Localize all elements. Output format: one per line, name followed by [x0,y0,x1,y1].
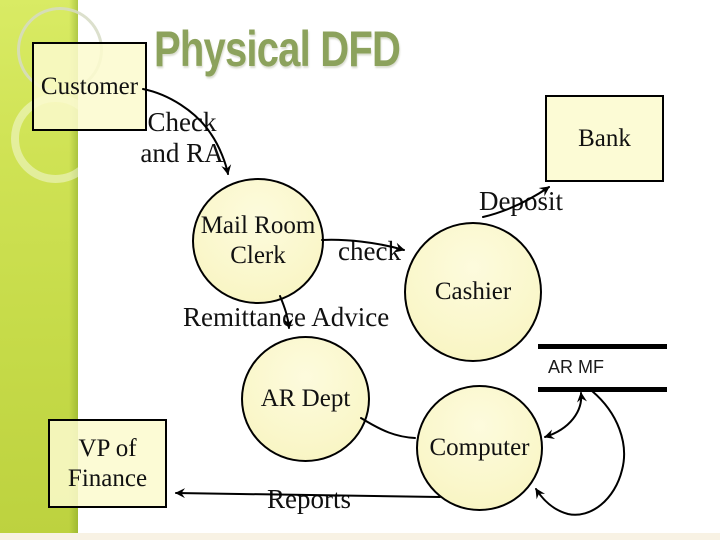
entity-customer-label: Customer [40,72,139,100]
flow-label-check: check [338,236,401,266]
flow-arrow-armf-computer [544,392,587,440]
bottom-strip [0,533,720,540]
flow-label-remittance-advice: Remittance Advice [183,302,390,332]
process-cashier: Cashier [404,222,542,362]
sidebar-edge-shadow [69,0,78,533]
flow-arrow-computer-armf [535,390,626,516]
process-ar-dept-label: AR Dept [260,385,351,412]
flow-label-reports: Reports [267,484,351,514]
datastore-armf-top-bar [538,344,667,349]
datastore-armf-bottom-bar [538,387,667,392]
process-computer: Computer [416,385,543,511]
entity-customer: Customer [32,42,147,131]
flow-label-check-and-ra: Check and RA [140,107,224,168]
process-cashier-label: Cashier [434,278,512,305]
flow-label-deposit: Deposit [479,186,563,216]
process-mail-room-clerk: Mail Room Clerk [192,178,324,304]
process-mail-room-clerk-label: Mail Room Clerk [200,212,316,269]
process-computer-label: Computer [429,434,530,461]
process-ar-dept: AR Dept [241,336,370,462]
datastore-armf-label: AR MF [548,357,604,377]
entity-bank: Bank [545,95,664,182]
connector-ardept-computer [360,417,416,439]
entity-bank-label: Bank [578,124,631,152]
entity-vp-finance-label: VP of Finance [67,434,148,492]
slide-title: Physical DFD [154,21,401,77]
entity-vp-finance: VP of Finance [48,419,167,508]
